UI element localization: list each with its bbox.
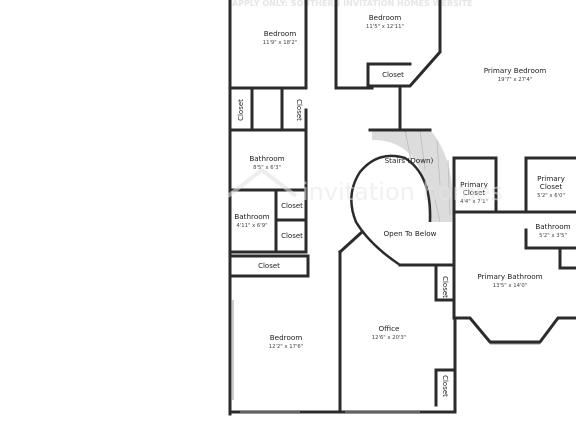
room-dim-primary-bedroom: 19'7" x 27'4" xyxy=(498,77,533,83)
room-dim-bathroom-2: 4'11" x 6'9" xyxy=(236,223,267,229)
room-label-bathroom-1: Bathroom xyxy=(249,154,284,163)
closet-label-office-1: Closet xyxy=(441,276,449,298)
closet-label-left-2: Closet xyxy=(295,99,303,121)
room-label-bedroom-bottom: Bedroom xyxy=(270,333,303,342)
room-dim-primary-closet-1: 4'4" x 7'1" xyxy=(460,199,488,205)
room-label-bedroom-top: Bedroom xyxy=(264,29,297,38)
room-dim-bedroom-bottom: 12'2" x 17'6" xyxy=(269,344,304,350)
closet-label-office-2: Closet xyxy=(441,375,449,397)
closet-label-hall: Closet xyxy=(258,262,280,270)
closet-label-mid-1: Closet xyxy=(281,202,303,210)
room-label-open-to-below: Open To Below xyxy=(384,229,437,238)
room-label-primary-closet-2-b: Closet xyxy=(540,182,563,191)
room-dim-bathroom-small: 5'2" x 3'5" xyxy=(539,233,567,239)
room-label-office: Office xyxy=(379,324,401,333)
room-dim-bedroom-upper: 11'5" x 12'11" xyxy=(366,24,404,30)
room-label-primary-bathroom: Primary Bathroom xyxy=(477,272,542,281)
watermark-logo: invitation homes xyxy=(226,167,503,206)
room-label-bedroom-upper: Bedroom xyxy=(369,13,402,22)
room-label-bathroom-2: Bathroom xyxy=(234,212,269,221)
open-to-below-outline xyxy=(350,154,432,267)
house-icon xyxy=(226,167,298,198)
room-dim-bathroom-1: 8'5" x 6'3" xyxy=(253,165,281,171)
room-label-stairs: Stairs (Down) xyxy=(385,156,434,165)
watermark-brand-text: invitation homes xyxy=(302,178,503,206)
windows xyxy=(232,300,540,413)
walls xyxy=(228,0,576,416)
room-label-primary-bedroom: Primary Bedroom xyxy=(484,66,547,75)
closet-label-top-center: Closet xyxy=(382,71,404,79)
room-label-primary-closet-2-a: Primary xyxy=(537,174,566,183)
room-dim-bedroom-top: 11'9" x 18'2" xyxy=(263,40,298,46)
room-dim-primary-bathroom: 13'5" x 14'0" xyxy=(493,283,528,289)
room-dim-office: 12'6" x 20'3" xyxy=(372,335,407,341)
room-dim-primary-closet-2: 5'2" x 6'0" xyxy=(537,193,565,199)
room-label-primary-closet-1-a: Primary xyxy=(460,180,489,189)
stairs-area xyxy=(372,129,453,223)
room-label-bathroom-small: Bathroom xyxy=(535,222,570,231)
closet-label-left-1: Closet xyxy=(237,99,245,121)
watermark-top-text: APPLY ONLY: SOUTHERN INVITATION HOMES WE… xyxy=(232,0,473,8)
room-label-primary-closet-1-b: Closet xyxy=(463,188,486,197)
closet-label-mid-2: Closet xyxy=(281,232,303,240)
